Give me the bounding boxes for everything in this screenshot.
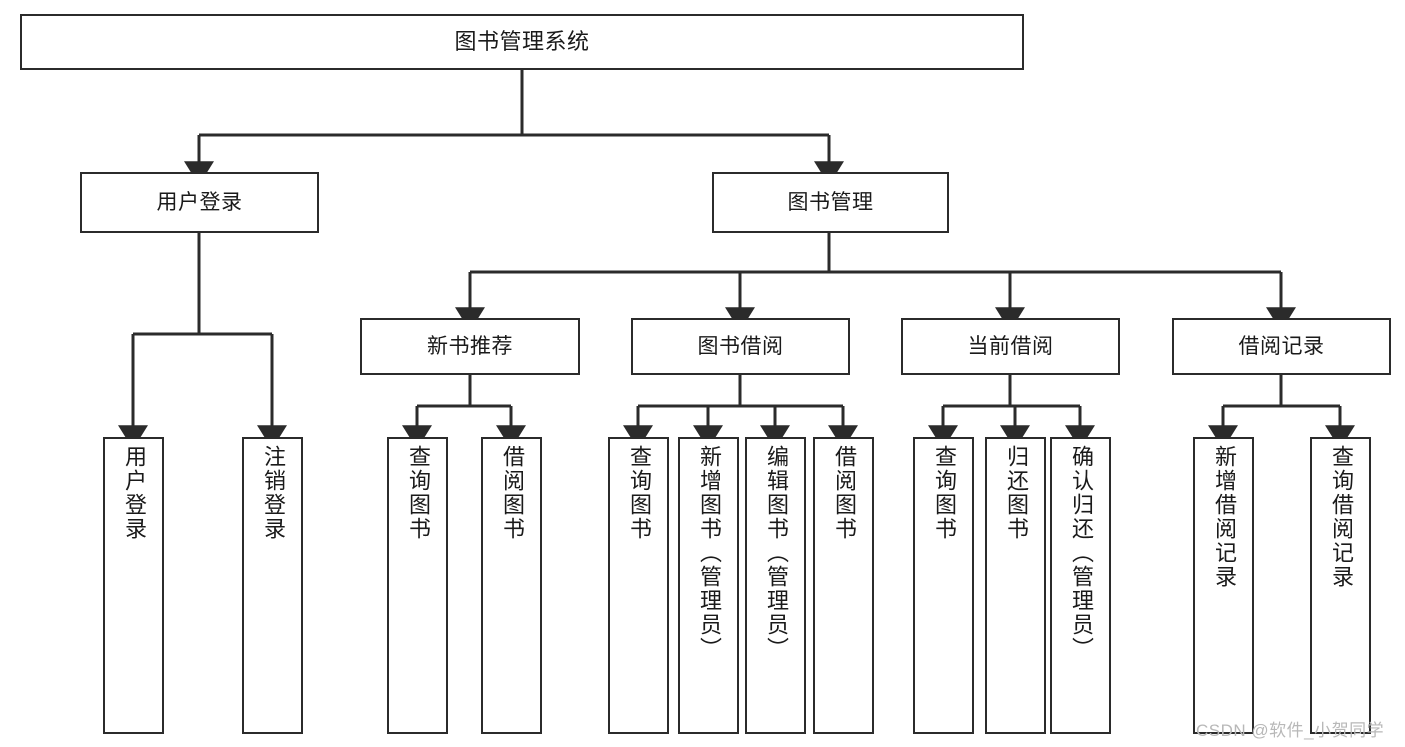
node-user-login[interactable]: 用户登录 [80,172,319,233]
node-current-borrow-label: 当前借阅 [967,334,1054,358]
node-leaf-add-book[interactable]: 新增图书（管理员） [678,437,739,734]
node-leaf-borrow-book-2[interactable]: 借阅图书 [813,437,874,734]
node-leaf-borrow-book-1[interactable]: 借阅图书 [481,437,542,734]
node-leaf-query-book-2-label: 查询图书 [626,445,652,541]
node-leaf-edit-book[interactable]: 编辑图书（管理员） [745,437,806,734]
node-leaf-return-book-label: 归还图书 [1003,445,1029,541]
node-leaf-query-record-label: 查询借阅记录 [1328,445,1354,589]
node-leaf-logout-login[interactable]: 注销登录 [242,437,303,734]
node-leaf-confirm-return-label: 确认归还（管理员） [1068,445,1094,661]
node-leaf-query-book-2[interactable]: 查询图书 [608,437,669,734]
node-leaf-user-login-label: 用户登录 [121,445,147,541]
node-leaf-edit-book-label: 编辑图书（管理员） [763,445,789,661]
node-leaf-query-book-1[interactable]: 查询图书 [387,437,448,734]
node-new-book-recommend-label: 新书推荐 [427,334,513,358]
node-leaf-confirm-return[interactable]: 确认归还（管理员） [1050,437,1111,734]
node-leaf-query-book-1-label: 查询图书 [405,445,431,541]
node-book-manage-label: 图书管理 [787,190,874,214]
node-borrow-record-label: 借阅记录 [1238,334,1325,358]
watermark: CSDN @软件_小贺同学 [1196,721,1385,740]
node-book-manage[interactable]: 图书管理 [712,172,949,233]
node-leaf-add-record-label: 新增借阅记录 [1211,445,1237,589]
node-leaf-user-login[interactable]: 用户登录 [103,437,164,734]
node-leaf-query-record[interactable]: 查询借阅记录 [1310,437,1371,734]
node-book-borrow-label: 图书借阅 [697,334,784,358]
node-leaf-return-book[interactable]: 归还图书 [985,437,1046,734]
node-leaf-logout-login-label: 注销登录 [260,445,286,541]
node-leaf-query-book-3[interactable]: 查询图书 [913,437,974,734]
node-root-label: 图书管理系统 [454,28,590,54]
node-user-login-label: 用户登录 [156,190,243,214]
node-current-borrow[interactable]: 当前借阅 [901,318,1120,375]
node-leaf-borrow-book-2-label: 借阅图书 [831,445,857,541]
node-book-borrow[interactable]: 图书借阅 [631,318,850,375]
node-leaf-query-book-3-label: 查询图书 [931,445,957,541]
node-leaf-add-book-label: 新增图书（管理员） [696,445,722,661]
node-leaf-add-record[interactable]: 新增借阅记录 [1193,437,1254,734]
node-new-book-recommend[interactable]: 新书推荐 [360,318,580,375]
node-borrow-record[interactable]: 借阅记录 [1172,318,1391,375]
node-root[interactable]: 图书管理系统 [20,14,1024,70]
node-leaf-borrow-book-1-label: 借阅图书 [499,445,525,541]
